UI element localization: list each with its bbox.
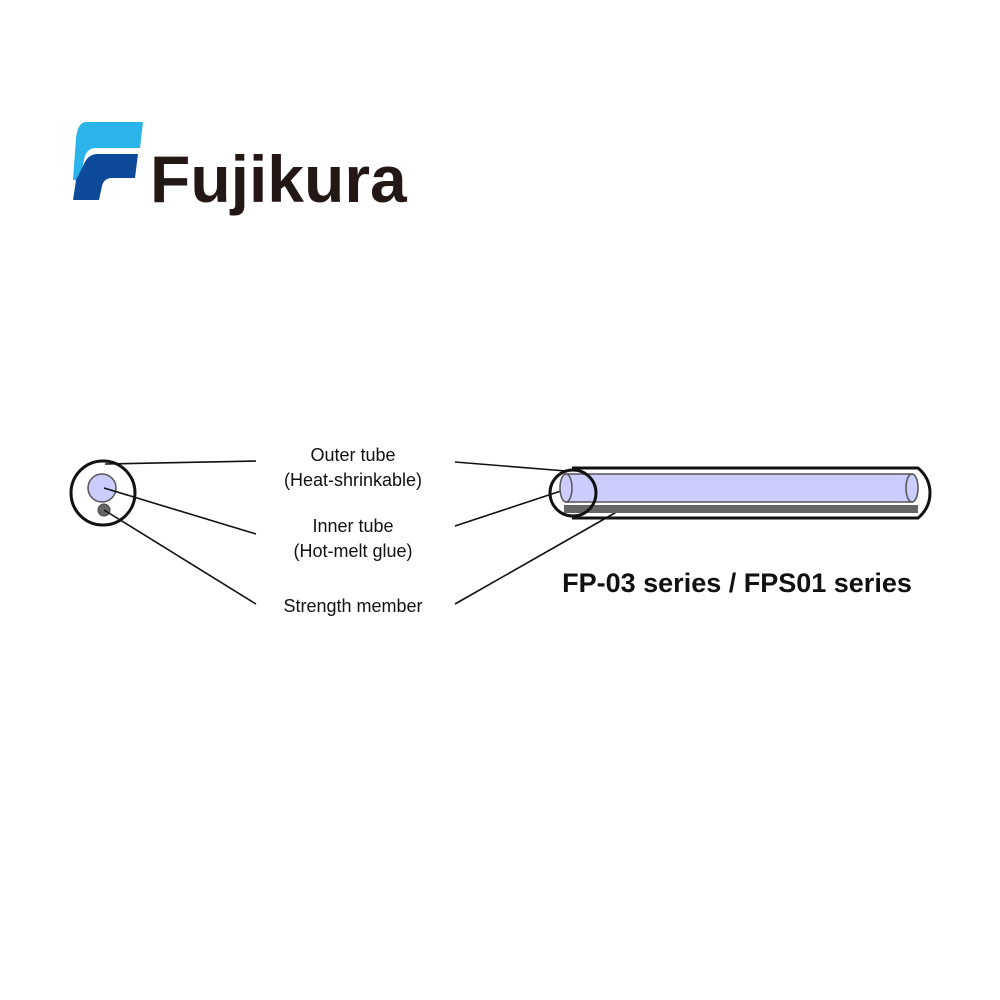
logo-mark-icon [73,122,143,200]
inner-tube-right-end [905,473,919,503]
inner-tube-section [87,473,117,503]
inner-tube-left-end [559,473,573,503]
strength-member-bar [564,505,918,513]
outer-tube-sublabel: (Heat-shrinkable) [284,470,422,490]
inner-tube-sublabel: (Hot-melt glue) [293,541,412,561]
cross-section [69,459,137,527]
strength-member-label: Strength member [283,596,422,616]
outer-tube-label: Outer tube [310,445,395,465]
fujikura-logo: Fujikura [73,122,408,216]
outer-tube-outline [572,466,932,520]
logo-text: Fujikura [150,142,408,216]
inner-tube-body [565,473,913,503]
product-title: FP-03 series / FPS01 series [562,568,912,598]
tube-side-view [548,466,932,520]
outer-tube-end [548,468,598,518]
inner-tube-label: Inner tube [312,516,393,536]
